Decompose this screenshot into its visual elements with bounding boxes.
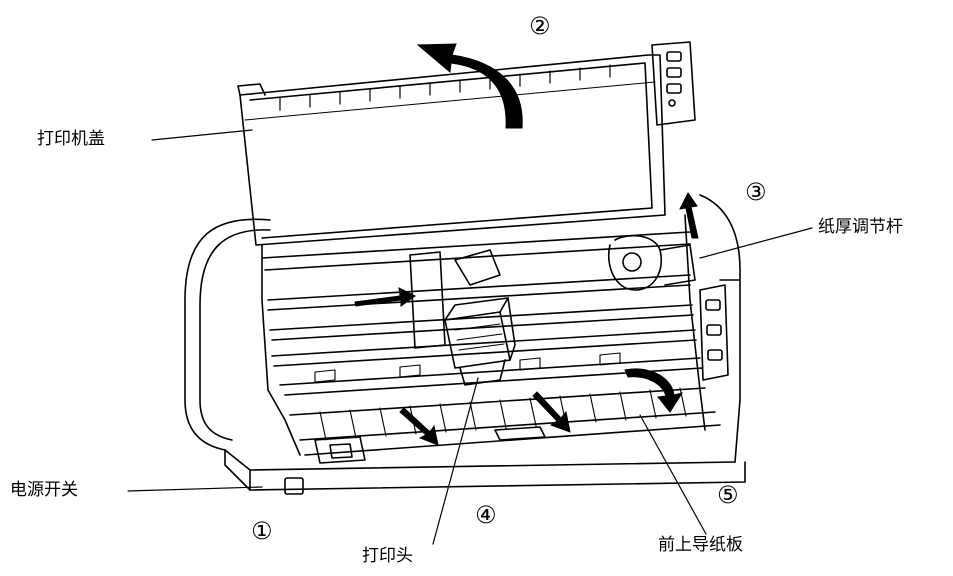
print-head <box>444 297 516 386</box>
power-switch-label: 电源开关 <box>10 480 78 500</box>
step-1-marker: ① <box>251 517 273 545</box>
paper-thickness-lever-label: 纸厚调节杆 <box>818 217 903 237</box>
step-2-marker: ② <box>529 12 551 40</box>
guide-down-arrow-1 <box>399 407 439 446</box>
cover-leader <box>151 129 253 141</box>
lever-up-arrow <box>679 192 699 239</box>
open-cover-arrow <box>416 43 523 129</box>
guide-flip-arrow <box>624 368 684 413</box>
head-right-arrow <box>354 287 416 307</box>
guide-leader <box>639 414 707 535</box>
guide-down-arrow-2 <box>532 391 571 433</box>
head-leader <box>432 377 479 545</box>
print-head-label: 打印头 <box>362 546 413 566</box>
lever-leader <box>699 227 813 259</box>
printer-body <box>184 194 746 495</box>
step-4-marker: ④ <box>475 501 497 529</box>
power-leader <box>127 486 263 492</box>
step-3-marker: ③ <box>745 178 767 206</box>
step-5-marker: ⑤ <box>717 481 739 509</box>
front-upper-paper-guide-label: 前上导纸板 <box>658 535 743 555</box>
printer-cover <box>237 41 696 246</box>
printer-cover-label: 打印机盖 <box>37 129 105 149</box>
